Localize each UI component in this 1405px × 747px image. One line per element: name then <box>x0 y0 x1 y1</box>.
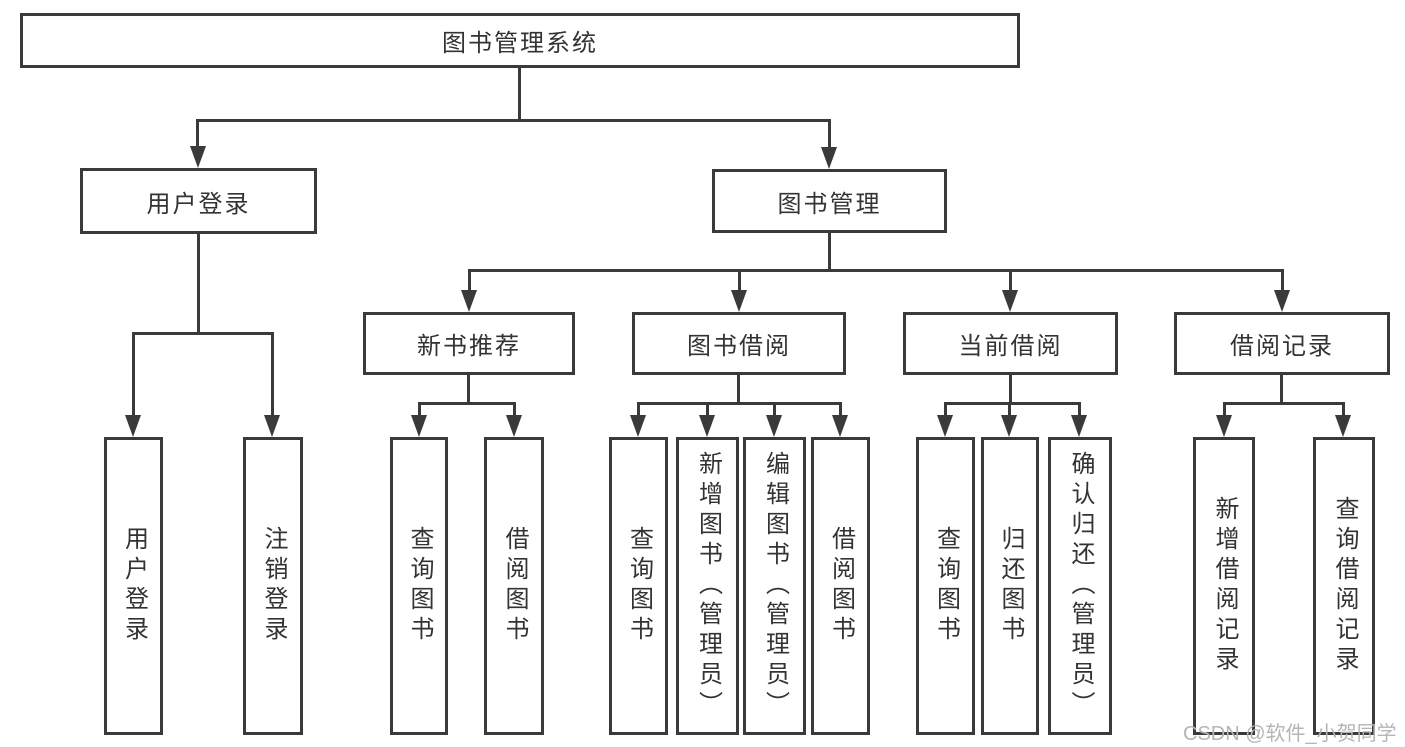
arrow-down-icon <box>821 147 837 169</box>
arrow-down-icon <box>937 415 953 437</box>
arrow-down-icon <box>125 415 141 437</box>
leaf-logout: 注销登录 <box>243 437 303 735</box>
leaf-query-book: 查询图书 <box>390 437 448 735</box>
arrow-down-icon <box>1001 415 1017 437</box>
arrow-down-icon <box>264 415 280 437</box>
connector-line <box>1008 402 1011 416</box>
arrow-down-icon <box>506 415 522 437</box>
connector-line <box>738 269 741 292</box>
leaf-return-book: 归还图书 <box>981 437 1039 735</box>
connector-line <box>518 68 521 122</box>
connector-line <box>468 269 471 292</box>
connector-line <box>197 234 200 335</box>
connector-line <box>513 402 516 416</box>
leaf-query-book: 查询图书 <box>916 437 975 735</box>
connector-line <box>132 332 135 416</box>
watermark: CSDN @软件_小贺同学 <box>1183 723 1397 745</box>
node-borrow-record: 借阅记录 <box>1174 312 1390 375</box>
connector-line <box>944 402 947 416</box>
connector-line <box>706 402 709 416</box>
node-book-management: 图书管理 <box>712 169 947 233</box>
arrow-down-icon <box>411 415 427 437</box>
connector-line <box>1009 375 1012 405</box>
connector-line <box>1223 402 1226 416</box>
connector-line <box>773 402 776 416</box>
arrow-down-icon <box>1002 290 1018 312</box>
connector-line <box>737 375 740 405</box>
leaf-borrow-book: 借阅图书 <box>811 437 870 735</box>
node-user-login: 用户登录 <box>80 168 317 234</box>
connector-line <box>271 332 274 416</box>
connector-line <box>1223 402 1345 405</box>
arrow-down-icon <box>190 146 206 168</box>
arrow-down-icon <box>630 415 646 437</box>
arrow-down-icon <box>1274 290 1290 312</box>
connector-line <box>1281 269 1284 292</box>
leaf-add-borrow-record: 新增借阅记录 <box>1193 437 1255 735</box>
arrow-down-icon <box>1071 415 1087 437</box>
arrow-down-icon <box>731 290 747 312</box>
connector-line <box>196 119 199 149</box>
connector-line <box>467 375 470 405</box>
connector-line <box>828 233 831 272</box>
connector-line <box>1342 402 1345 416</box>
arrow-down-icon <box>461 290 477 312</box>
connector-line <box>637 402 841 405</box>
connector-line <box>418 402 421 416</box>
connector-line <box>1078 402 1081 416</box>
connector-line <box>1009 269 1012 292</box>
connector-line <box>132 332 274 335</box>
node-current-borrow: 当前借阅 <box>903 312 1118 375</box>
arrow-down-icon <box>832 415 848 437</box>
leaf-user-login: 用户登录 <box>104 437 163 735</box>
connector-line <box>839 402 842 416</box>
connector-line <box>637 402 640 416</box>
leaf-query-borrow-record: 查询借阅记录 <box>1313 437 1375 735</box>
leaf-confirm-return-admin: 确认归还（管理员） <box>1048 437 1112 735</box>
arrow-down-icon <box>1216 415 1232 437</box>
arrow-down-icon <box>1335 415 1351 437</box>
connector-line <box>468 269 1284 272</box>
node-book-borrow: 图书借阅 <box>632 312 846 375</box>
leaf-query-book: 查询图书 <box>609 437 668 735</box>
arrow-down-icon <box>766 415 782 437</box>
node-new-book-recommend: 新书推荐 <box>363 312 575 375</box>
connector-line <box>418 402 516 405</box>
leaf-add-book-admin: 新增图书（管理员） <box>676 437 739 735</box>
leaf-edit-book-admin: 编辑图书（管理员） <box>743 437 806 735</box>
connector-line <box>1280 375 1283 405</box>
connector-line <box>828 119 831 149</box>
node-root: 图书管理系统 <box>20 13 1020 68</box>
connector-line <box>944 402 1081 405</box>
leaf-borrow-book: 借阅图书 <box>484 437 544 735</box>
arrow-down-icon <box>699 415 715 437</box>
connector-line <box>197 119 831 122</box>
